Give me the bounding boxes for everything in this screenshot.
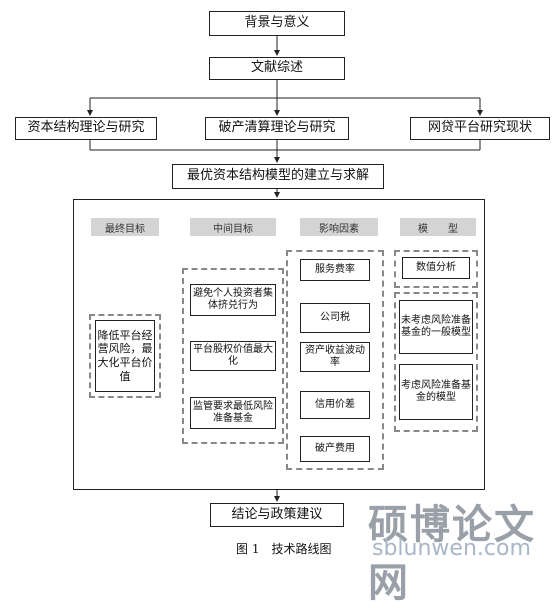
watermark-url: sblunwen.com xyxy=(372,536,531,561)
bankruptcy-box: 破产清算理论与研究 xyxy=(205,117,349,140)
final-goal-group xyxy=(89,314,161,398)
factor-box-1: 服务费率 xyxy=(300,259,370,281)
middle-goal-label-3: 监管要求最低风险准备基金 xyxy=(193,400,273,425)
middle-goal-group xyxy=(182,268,284,444)
header-middle-goal: 中间目标 xyxy=(190,218,276,236)
conclusion-box: 结论与政策建议 xyxy=(210,503,344,527)
p2p-research-label: 网贷平台研究现状 xyxy=(427,120,532,136)
header-factors: 影响因素 xyxy=(300,218,378,236)
model-label-general: 未考虑风险准备基金的一般模型 xyxy=(401,314,471,339)
literature-label: 文献综述 xyxy=(250,60,303,76)
model-box-general: 未考虑风险准备基金的一般模型 xyxy=(399,300,473,354)
factor-box-5: 破产费用 xyxy=(300,436,370,462)
background-label: 背景与意义 xyxy=(244,15,310,31)
factor-box-3: 资产收益波动率 xyxy=(300,342,370,372)
figure-caption: 图 1 技术路线图 xyxy=(236,542,332,556)
capital-structure-label: 资本结构理论与研究 xyxy=(27,120,145,136)
model-label-numeric: 数值分析 xyxy=(416,261,456,273)
middle-goal-box-2: 平台股权价值最大化 xyxy=(190,341,276,371)
conclusion-label: 结论与政策建议 xyxy=(231,506,323,522)
background-box: 背景与意义 xyxy=(209,11,345,36)
header-model: 模 型 xyxy=(400,218,476,236)
factor-label-3: 资产收益波动率 xyxy=(305,344,365,369)
optimal-model-label: 最优资本结构模型的建立与求解 xyxy=(186,168,369,184)
factor-label-4: 信用价差 xyxy=(315,398,355,410)
factors-group xyxy=(286,250,384,470)
bankruptcy-label: 破产清算理论与研究 xyxy=(218,120,336,136)
numeric-analysis-group xyxy=(394,250,478,288)
factor-box-2: 公司税 xyxy=(300,303,370,333)
optimal-model-box: 最优资本结构模型的建立与求解 xyxy=(172,164,384,189)
model-label-reserve: 考虑风险准备基金的模型 xyxy=(401,379,471,404)
literature-box: 文献综述 xyxy=(209,57,345,80)
models-group xyxy=(394,292,478,432)
factor-label-5: 破产费用 xyxy=(315,442,355,454)
final-goal-box: 降低平台经营风险，最大化平台价值 xyxy=(95,320,155,392)
middle-goal-label-1: 避免个人投资者集体挤兑行为 xyxy=(193,287,273,312)
model-box-numeric: 数值分析 xyxy=(402,257,470,279)
p2p-research-box: 网贷平台研究现状 xyxy=(410,117,550,140)
factor-label-1: 服务费率 xyxy=(315,263,355,275)
model-box-reserve: 考虑风险准备基金的模型 xyxy=(399,364,473,420)
middle-goal-label-2: 平台股权价值最大化 xyxy=(193,343,273,368)
header-final-goal: 最终目标 xyxy=(91,218,159,236)
capital-structure-box: 资本结构理论与研究 xyxy=(15,117,157,140)
final-goal-label: 降低平台经营风险，最大化平台价值 xyxy=(97,328,153,383)
factor-box-4: 信用价差 xyxy=(300,391,370,419)
factor-label-2: 公司税 xyxy=(320,311,350,323)
middle-goal-box-3: 监管要求最低风险准备基金 xyxy=(190,397,276,429)
middle-goal-box-1: 避免个人投资者集体挤兑行为 xyxy=(190,284,276,316)
